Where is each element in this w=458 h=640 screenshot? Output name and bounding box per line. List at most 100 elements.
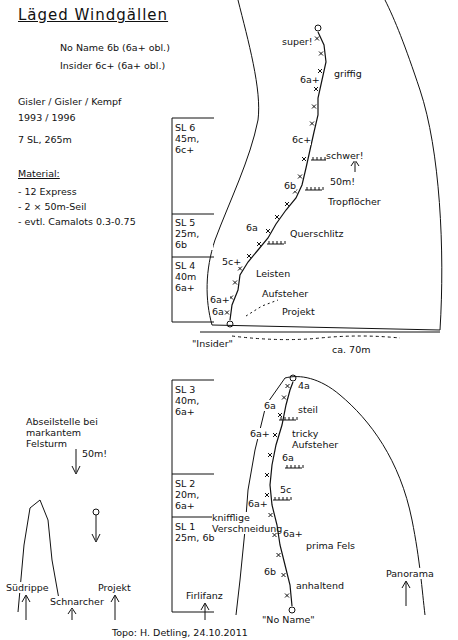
topo-label: 5c (280, 484, 291, 495)
topo-label: 6c+ (292, 134, 311, 145)
bolt-mark (273, 533, 277, 537)
bolt-mark (273, 433, 277, 437)
rock-outline (207, 0, 442, 330)
topo-label: Panorama (386, 568, 434, 579)
topo-label: Gisler / Gisler / Kempf (18, 96, 121, 107)
start-arrow (402, 581, 410, 606)
topo-label: Südrippe (6, 582, 49, 593)
topo-label: 50m! (330, 176, 355, 187)
anchor-ring (315, 25, 321, 31)
title: Läged Windgällen (18, 6, 168, 24)
topo-label: 6a+ (248, 498, 268, 509)
bolt-mark (238, 267, 242, 271)
topo-label: No Name 6b (6a+ obl.) (60, 42, 170, 53)
topo-label: Schnarcher (50, 596, 104, 607)
topo-label: SL 2 20m, 6a+ (175, 478, 215, 511)
traverse-line (232, 336, 400, 340)
start-arrow (201, 603, 209, 620)
topo-label: Topo: H. Detling, 24.10.2011 (112, 627, 248, 638)
topo-label: Tropflöcher (328, 196, 381, 207)
topo-label: Firlifanz (186, 590, 223, 601)
topo-label: 4a (298, 380, 310, 391)
anchor-ring (289, 607, 295, 613)
bolt-mark (314, 87, 318, 91)
pitch-bar (172, 380, 214, 612)
topo-label: SL 5 25m, 6b (175, 217, 213, 250)
belay-ledge (273, 497, 291, 500)
topo-label: SL 4 40m 6a+ (175, 260, 205, 293)
abseil-arrow (92, 515, 100, 542)
topo-label: 6a+ (300, 74, 320, 85)
topo-label: "Insider" (192, 338, 233, 349)
topo-label: 6b (284, 180, 296, 191)
topo-label: knifflige Verschneidung (212, 512, 268, 534)
traverse-line (200, 332, 440, 333)
topo-label: 6b (264, 566, 276, 577)
topo-label: Projekt (98, 582, 131, 593)
topo-label: - 12 Express (18, 186, 77, 197)
belay-ledge (279, 417, 297, 420)
bolt-mark (285, 202, 289, 206)
start-arrow (22, 595, 30, 620)
bolt-mark (315, 37, 319, 41)
topo-label: tricky Aufsteher (292, 428, 346, 450)
topo-label: Querschlitz (290, 228, 343, 239)
topo-label: "No Name" (262, 614, 315, 625)
topo-label: 5c+ (222, 256, 241, 267)
bolt-mark (233, 281, 237, 285)
topo-label: 6a (246, 222, 258, 233)
bolt-mark (312, 105, 316, 109)
bolt-mark (277, 553, 281, 557)
topo-label: Material: (18, 168, 60, 179)
route-line (230, 32, 326, 320)
bolt-mark (266, 229, 270, 233)
bolt-mark (310, 122, 314, 126)
anchor-ring (227, 321, 233, 327)
rock-outline (236, 377, 425, 615)
bolt-mark (318, 69, 322, 73)
bolt-mark (286, 384, 290, 388)
topo-label: - evtl. Camalots 0.3-0.75 (18, 216, 136, 227)
belay-ledge (267, 241, 285, 244)
bolt-mark (247, 254, 251, 258)
bolt-mark (282, 396, 286, 400)
start-arrow (68, 608, 76, 620)
topo-label: 1993 / 1996 (18, 112, 76, 123)
start-arrow (111, 595, 119, 620)
topo-label: 6a (212, 306, 224, 317)
topo-label: anhaltend (296, 580, 344, 591)
topo-label: 7 SL, 265m (18, 134, 72, 145)
topo-label: steil (298, 404, 318, 415)
topo-label: 6a+ (210, 294, 230, 305)
abseil-arrow (351, 160, 359, 172)
anchor-ring (290, 375, 296, 381)
bolt-mark (269, 513, 273, 517)
topo-label: 50m! (82, 448, 107, 459)
bolt-mark (257, 242, 261, 246)
topo-label: ca. 70m (332, 344, 370, 355)
bolt-mark (319, 52, 323, 56)
topo-label: schwer! (326, 150, 364, 161)
bolt-mark (285, 594, 289, 598)
topo-label: Insider 6c+ (6a+ obl.) (60, 60, 165, 71)
topo-label: 6a (282, 452, 294, 463)
bolt-mark (298, 175, 302, 179)
bolt-mark (282, 573, 286, 577)
topo-label: Aufsteher (262, 288, 308, 299)
topo-label: prima Fels (306, 540, 355, 551)
topo-label: SL 3 40m, 6a+ (175, 384, 215, 417)
bolt-mark (302, 157, 306, 161)
topo-label: - 2 × 50m-Seil (18, 201, 86, 212)
topo-label: 6a+ (283, 528, 303, 539)
topo-label: SL 6 45m, 6c+ (175, 122, 215, 155)
topo-label: Abseilstelle bei markantem Felsturm (26, 416, 110, 449)
topo-label: SL 1 25m, 6b (175, 521, 215, 543)
pitch-bar (172, 118, 214, 322)
project-line (246, 300, 278, 316)
bolt-mark (265, 473, 269, 477)
topo-label: Leisten (256, 268, 290, 279)
bolt-mark (268, 453, 272, 457)
abseil-symbol (93, 509, 99, 515)
topo-label: Projekt (282, 306, 315, 317)
bolt-mark (225, 311, 229, 315)
